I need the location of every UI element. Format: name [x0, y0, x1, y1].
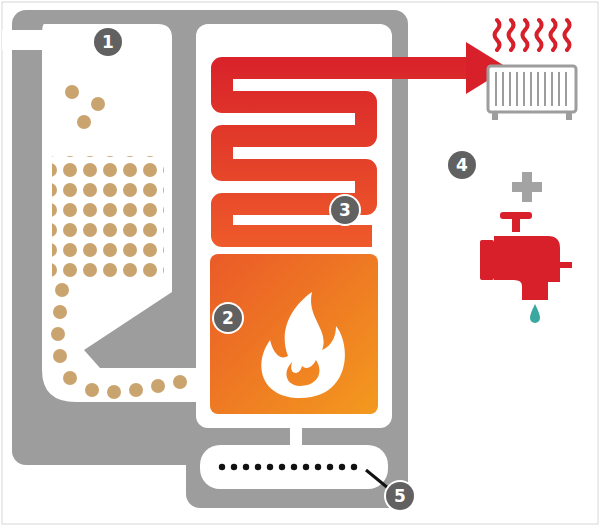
callout-number: 5	[386, 482, 414, 510]
frame	[2, 2, 598, 524]
ash-tray	[200, 445, 388, 489]
ash-housing	[186, 420, 408, 508]
ash-dots	[219, 464, 357, 470]
plus-sign	[512, 172, 542, 202]
flame	[261, 292, 345, 398]
callout-number: 2	[214, 304, 242, 332]
pellet-stack	[52, 156, 164, 280]
combustion-chamber	[210, 254, 378, 414]
callout-number: 3	[331, 196, 359, 224]
water-drop	[530, 304, 540, 323]
callout-number: 1	[94, 28, 122, 56]
radiator	[488, 20, 576, 120]
callout-number: 4	[448, 151, 476, 179]
heat-exchanger	[222, 68, 470, 236]
water-tap	[480, 212, 572, 300]
grate-post	[290, 428, 302, 448]
pellet-hopper	[42, 24, 212, 402]
ash-screw-line	[366, 470, 388, 488]
